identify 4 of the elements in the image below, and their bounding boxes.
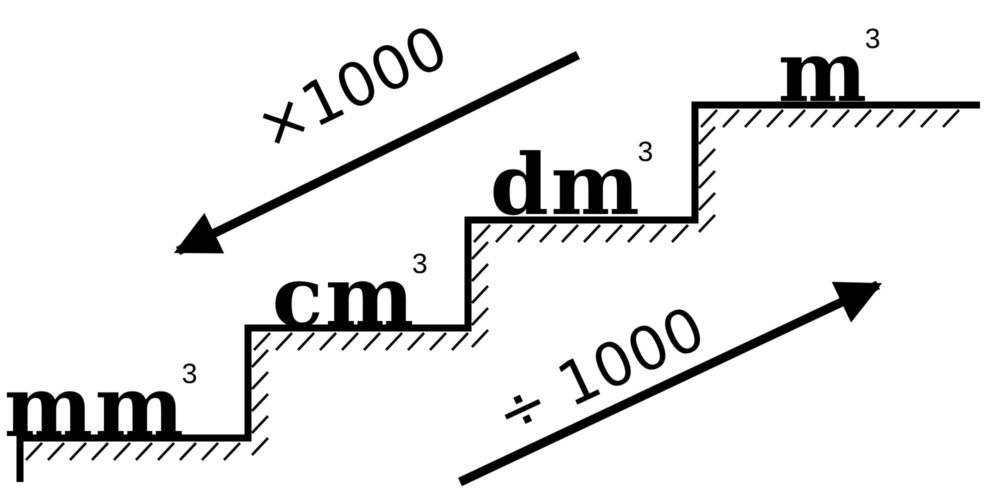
unit-label: dm$^{3}$ [490,143,656,227]
unit-label: mm$^{3}$ [4,365,200,449]
unit-label: m$^{3}$ [778,30,882,114]
factor-label: ÷ 1000 [486,298,714,446]
